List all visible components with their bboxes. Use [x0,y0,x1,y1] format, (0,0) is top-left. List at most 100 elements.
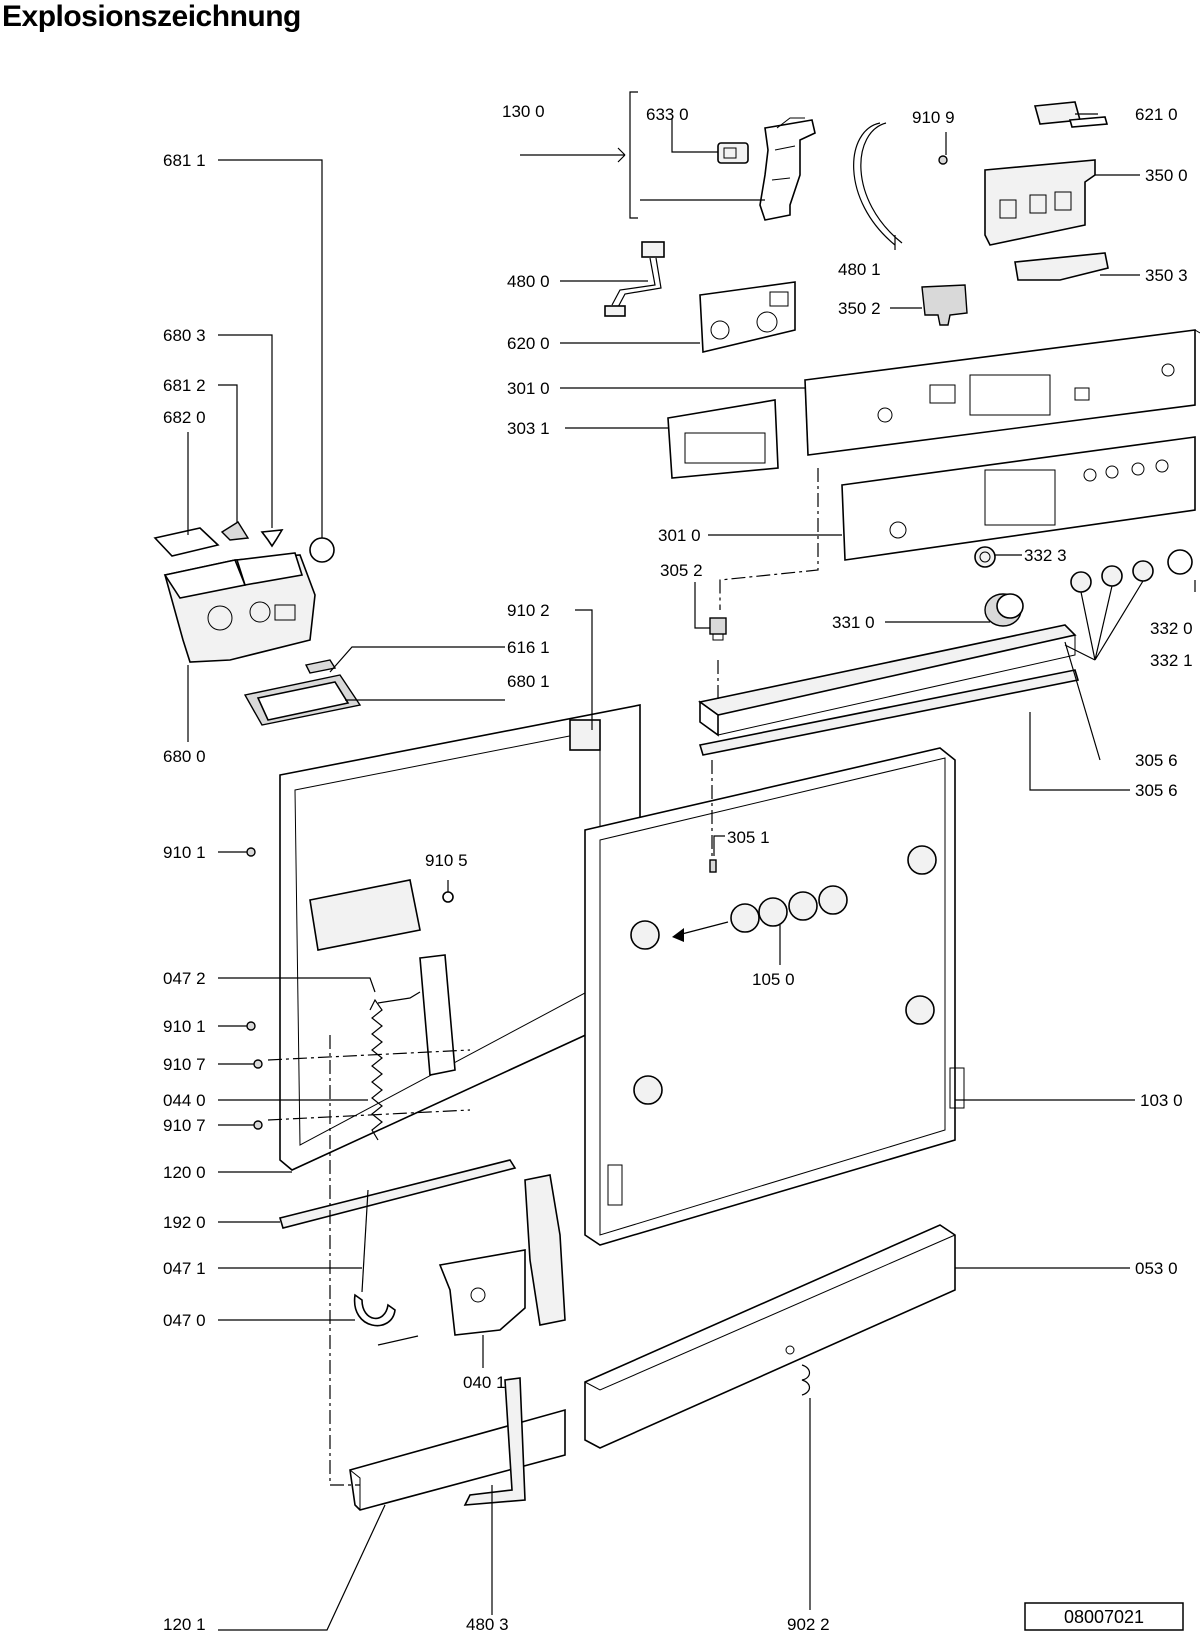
part-rotary-knob-3310 [984,593,1024,627]
part-control-board-3500 [984,159,1096,246]
label-6801: 680 1 [507,672,550,691]
label-1201: 120 1 [163,1615,206,1632]
part-cable-4801 [853,122,903,246]
assembly-line-a [719,468,819,610]
label-9022: 902 2 [787,1615,830,1632]
label-3056b: 305 6 [1135,781,1178,800]
part-hinge-0401 [438,1174,566,1336]
part-screw-9105 [442,891,454,903]
label-6330: 633 0 [646,105,689,124]
part-screw-9101b [246,1021,256,1031]
label-6200: 620 0 [507,334,550,353]
part-screw-9101a [246,847,256,857]
label-0440: 044 0 [163,1091,206,1110]
document-number: 08007021 [1064,1607,1144,1627]
label-1920: 192 0 [163,1213,206,1232]
document-number-box: 08007021 [1024,1602,1184,1631]
part-rail-3056-lower [698,669,1080,756]
assembly-line-d [267,1049,471,1061]
label-9105: 910 5 [425,851,468,870]
part-toe-board-0530 [584,1224,956,1449]
label-9107a: 910 7 [163,1055,206,1074]
label-6820: 682 0 [163,408,206,427]
label-4801: 480 1 [838,260,881,279]
label-6803: 680 3 [163,326,206,345]
label-4800: 480 0 [507,272,550,291]
part-616-1 [304,659,337,674]
part-rod-0471 [361,1189,369,1293]
part-hinge-channel [419,954,456,1076]
label-3010a: 301 0 [507,379,550,398]
part-hook-0472 [377,991,421,1004]
part-rail-3056-upper [698,624,1077,737]
part-front-fascia-3010 [841,436,1196,561]
part-door-lock-1300 [759,117,816,221]
label-6161: 616 1 [507,638,550,657]
part-board-3503 [1014,252,1109,281]
label-9107b: 910 7 [163,1116,206,1135]
label-3502: 350 2 [838,299,881,318]
label-1300: 130 0 [502,102,545,121]
label-6800: 680 0 [163,747,206,766]
label-3052: 305 2 [660,561,703,580]
label-3056a: 305 6 [1135,751,1178,770]
part-handle-3031 [667,399,779,479]
label-3500: 350 0 [1145,166,1188,185]
part-module-3502 [921,284,968,326]
part-screw-9109 [938,155,948,165]
part-electronic-module-6200 [699,281,796,354]
diagram-title: Explosionszeichnung [2,0,301,33]
part-cap-6811 [309,537,335,563]
part-spring-0440 [369,998,383,1141]
part-gasket-6801 [243,674,362,726]
label-3321: 332 1 [1150,651,1193,670]
part-outer-door-1030 [584,747,965,1246]
part-lower-panel-1201 [349,1408,566,1511]
label-1030: 103 0 [1140,1091,1183,1110]
part-buffers-1050 [672,885,848,942]
part-screw-9022 [801,1364,811,1396]
part-module-6210 [1033,101,1109,128]
label-3320: 332 0 [1150,619,1193,638]
label-4803: 480 3 [466,1615,509,1632]
part-control-panel-3010 [804,329,1200,456]
label-3010b: 301 0 [658,526,701,545]
part-clip-3052 [709,617,727,641]
part-480-3 [463,1377,526,1506]
assembly-line-e [267,1109,471,1121]
part-screw-9107a [253,1059,263,1069]
assembly-line-c [329,1035,360,1486]
part-seal-6820 [153,527,220,557]
label-6210: 621 0 [1135,105,1178,124]
part-strip-1920 [278,1159,517,1229]
label-6811: 681 1 [163,151,206,170]
label-9101a: 910 1 [163,843,206,862]
label-3323: 332 3 [1024,546,1067,565]
label-1050: 105 0 [752,970,795,989]
label-9101b: 910 1 [163,1017,206,1036]
label-9102: 910 2 [507,601,550,620]
part-680-3 [260,529,284,548]
leader-lines [187,91,1196,1631]
part-681-2 [220,521,250,541]
label-3503: 350 3 [1145,266,1188,285]
label-9109: 910 9 [912,108,955,127]
label-0472: 047 2 [163,969,206,988]
part-connector-6330 [717,142,749,164]
part-wire-harness-4800 [604,241,665,317]
label-6812: 681 2 [163,376,206,395]
label-3051: 305 1 [727,828,770,847]
label-3031: 303 1 [507,419,550,438]
label-0530: 053 0 [1135,1259,1178,1278]
assembly-line-b [711,660,719,858]
part-knob-3323 [974,546,996,568]
part-screw-3051 [709,859,717,873]
label-0471: 047 1 [163,1259,206,1278]
part-screw-9107b [253,1120,263,1130]
part-inner-door-1200 [279,704,641,1171]
label-0470: 047 0 [163,1311,206,1330]
label-3310: 331 0 [832,613,875,632]
label-1200: 120 0 [163,1163,206,1182]
part-bracket-0470 [353,1293,419,1346]
